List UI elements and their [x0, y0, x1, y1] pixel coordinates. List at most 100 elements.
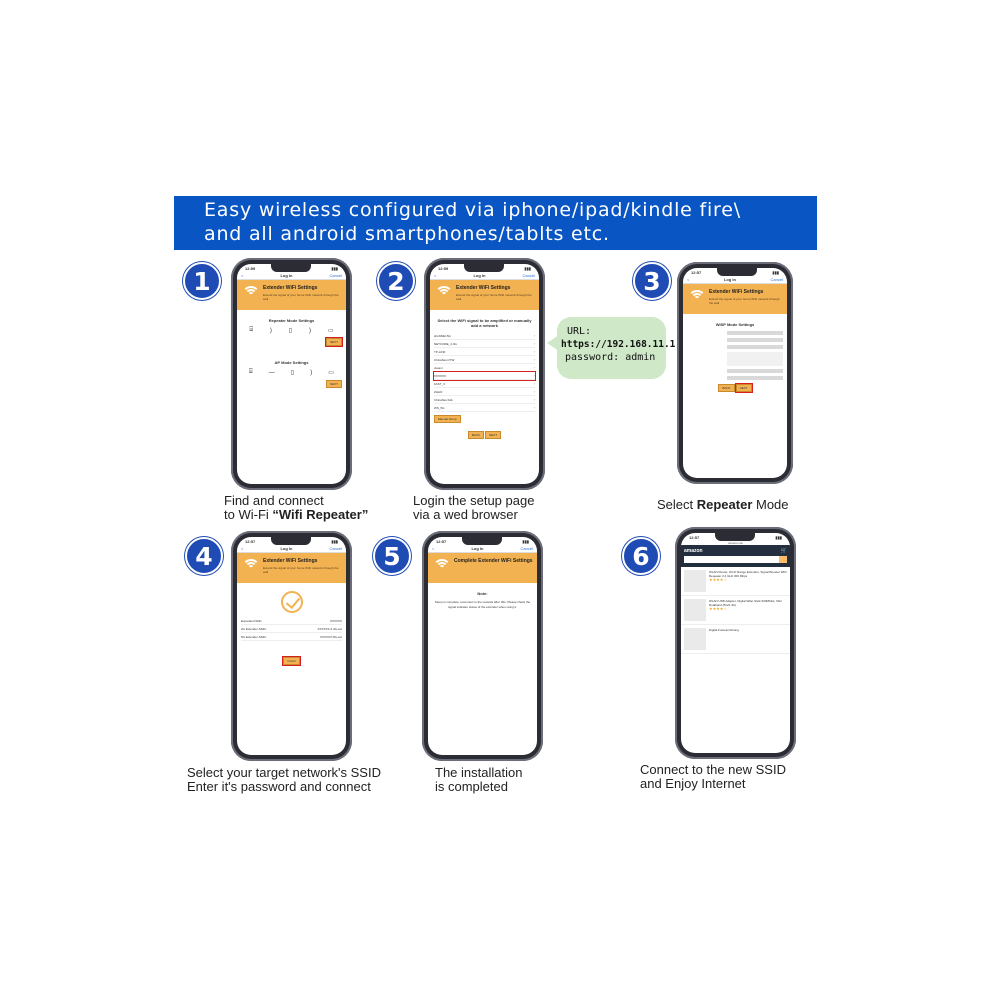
network-row[interactable]: ChinaNet-S1k ◔: [434, 396, 535, 404]
settings-header: Extender WiFi Settings Extend the signal…: [237, 280, 346, 310]
form-field[interactable]: [727, 331, 783, 335]
repeater-icon: ▯: [290, 370, 295, 376]
network-row[interactable]: ZHAO◔: [434, 388, 535, 396]
step-6-phone: 12:57▮▮▮ amazon.de amazon 🛒 WLAN Router,…: [675, 527, 796, 759]
caption-line: Connect to the new SSID: [640, 762, 786, 777]
cart-icon[interactable]: 🛒: [780, 548, 787, 554]
repeater-next-button[interactable]: NEXT: [324, 337, 344, 347]
network-ssid: WS_5G: [434, 405, 445, 410]
nav-title: Log In: [471, 546, 484, 551]
cancel-link[interactable]: Cancel: [520, 546, 533, 551]
back-nav[interactable]: <: [432, 546, 435, 551]
nav-title: Log In: [280, 546, 293, 551]
wifi-signal-icon: ◔: [533, 397, 535, 402]
status-time: 12:57: [245, 539, 256, 544]
next-button[interactable]: NEXT: [485, 431, 502, 439]
battery-icon: ▮▮▮: [522, 539, 529, 544]
network-row[interactable]: NETCORE_2.4G◔: [434, 340, 535, 348]
header-title: Extender WiFi Settings: [263, 285, 318, 291]
settings-header: Extender WiFi Settings Extend the signal…: [430, 280, 539, 310]
manual-setup-button[interactable]: Manual Setup: [434, 415, 461, 423]
caption-line: Login the setup page: [413, 493, 535, 508]
nav-title: Log In: [280, 273, 293, 278]
router-icon: ⌸: [249, 369, 253, 375]
back-button[interactable]: BACK: [718, 384, 735, 392]
status-time: 12:57: [689, 535, 700, 540]
product-title: WLAN USB Adapter, Digital Wlan Stick 600…: [709, 599, 782, 607]
network-row[interactable]: XXXXXX◔: [433, 371, 536, 381]
caption-line: Enter it's password and connect: [187, 779, 371, 794]
form-field: [727, 352, 783, 366]
cancel-link[interactable]: Cancel: [329, 546, 342, 551]
form-field[interactable]: [727, 345, 783, 349]
network-ssid: ChinaNet-S1k: [434, 397, 453, 402]
step-1-caption: Find and connect to Wi-Fi “Wifi Repeater…: [224, 494, 368, 522]
wifi-signal-icon: ◔: [533, 389, 535, 394]
step-6-caption: Connect to the new SSID and Enjoy Intern…: [640, 763, 786, 791]
back-nav[interactable]: <: [434, 273, 437, 278]
success-check-icon: [280, 591, 303, 613]
next-button[interactable]: NEXT: [734, 383, 753, 393]
repeater-mode-title: Repeater Mode Settings: [268, 318, 315, 323]
signal-icon: ): [310, 369, 313, 376]
back-button[interactable]: BACK: [467, 431, 485, 439]
browser-url[interactable]: amazon.de: [728, 541, 743, 545]
network-ssid: TP-LINK: [434, 349, 446, 354]
network-row[interactable]: xiaomi◔: [434, 364, 535, 372]
ap-next-button[interactable]: NEXT: [325, 380, 342, 388]
amazon-search-bar[interactable]: [684, 556, 787, 563]
caption-line: The installation: [435, 765, 523, 780]
product-image: [684, 628, 706, 650]
product-item[interactable]: WLAN USB Adapter, Digital Wlan Stick 600…: [681, 596, 790, 625]
title-banner: Easy wireless configured via iphone/ipad…: [174, 196, 817, 250]
step-6-badge: 6: [622, 537, 660, 575]
wifi-signal-icon: ◔: [533, 349, 535, 354]
field-value: XXXXXX-5G-ext: [319, 634, 342, 639]
back-nav[interactable]: <: [241, 273, 244, 278]
cancel-link[interactable]: Cancel: [522, 273, 535, 278]
product-item[interactable]: Digital Fotoeinrichtung: [681, 625, 790, 654]
caption-line: Select your target network's SSID: [187, 765, 381, 780]
nav-title: Log In: [723, 277, 736, 282]
wifi-icon: [242, 559, 260, 573]
network-row[interactable]: FAST_3◔: [434, 380, 535, 388]
header-subtitle: Extend the signal of your home WiFi netw…: [263, 566, 339, 574]
cancel-link[interactable]: Cancel: [770, 277, 783, 282]
network-row[interactable]: TP-LINK ◔: [434, 348, 535, 356]
nav-title: Log In: [473, 273, 486, 278]
back-nav[interactable]: <: [241, 546, 244, 551]
complete-note: Setup is complete, reconnect to the netw…: [434, 600, 531, 609]
field-label: 5G Extender SSID:: [241, 634, 267, 639]
network-row[interactable]: WS_5G ◔: [434, 404, 535, 412]
ap-mode-title: AP Mode Settings: [274, 360, 309, 365]
network-ssid: xiaomi: [434, 365, 443, 370]
wifi-signal-icon: ◔: [533, 373, 535, 378]
wifi-signal-icon: ◔: [533, 341, 535, 346]
step-4-badge: 4: [185, 537, 223, 575]
network-row[interactable]: HUAWEI-5G◔: [434, 332, 535, 340]
product-item[interactable]: WLAN Router, WI-FI Range Extender, Signa…: [681, 567, 790, 596]
step-5-badge: 5: [373, 537, 411, 575]
header-title: Extender WiFi Settings: [263, 558, 318, 564]
back-nav[interactable]: <: [687, 277, 690, 282]
wisp-mode-title: WISP Mode Settings: [715, 322, 755, 327]
header-title: Extender WiFi Settings: [709, 289, 764, 295]
status-time: 12:59: [438, 266, 449, 271]
form-field[interactable]: [727, 376, 783, 380]
banner-line-2: and all android smartphones/tablts etc.: [204, 223, 610, 245]
finish-button[interactable]: Finish: [282, 656, 301, 666]
cable-icon: —: [268, 369, 275, 376]
step-2-phone: 12:59 ▮▮▮ < Log In Cancel Extender WiFi Set…: [424, 258, 545, 490]
form-field[interactable]: [727, 338, 783, 342]
wifi-signal-icon: ◔: [533, 381, 535, 386]
cancel-link[interactable]: Cancel: [329, 273, 342, 278]
battery-icon: ▮▮▮: [772, 270, 779, 275]
form-field[interactable]: [727, 369, 783, 373]
battery-icon: ▮▮▮: [524, 266, 531, 271]
step-3-badge: 3: [633, 262, 671, 300]
wifi-signal-icon: ◔: [533, 405, 535, 410]
network-row[interactable]: ChinaNet-CTW◔: [434, 356, 535, 364]
